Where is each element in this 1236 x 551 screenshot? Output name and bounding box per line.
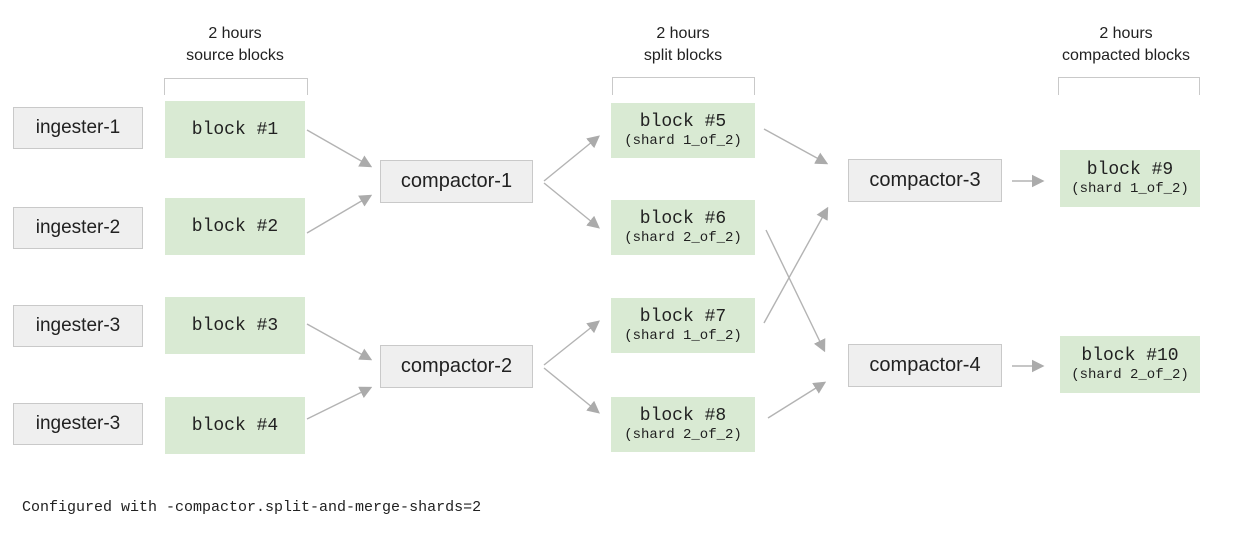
header-split-line1: 2 hours: [656, 25, 710, 42]
header-compacted-blocks: 2 hours compacted blocks: [1016, 23, 1236, 67]
node-compactor-3: compactor-3: [848, 159, 1002, 202]
header-split-blocks: 2 hours split blocks: [573, 23, 793, 67]
block-label: block #10: [1081, 346, 1179, 366]
header-source-line2: source blocks: [186, 47, 284, 64]
node-ingester-1: ingester-1: [13, 107, 143, 149]
bracket-source-blocks: [164, 78, 308, 95]
bracket-compacted-blocks: [1058, 77, 1200, 95]
block-shard-label: (shard 2_of_2): [1071, 367, 1189, 383]
node-label: ingester-3: [35, 315, 121, 336]
node-compactor-1: compactor-1: [380, 160, 533, 203]
block-shard-label: (shard 1_of_2): [624, 133, 742, 149]
block-9: block #9 (shard 1_of_2): [1060, 150, 1200, 207]
block-shard-label: (shard 2_of_2): [624, 427, 742, 443]
block-label: block #6: [639, 209, 727, 229]
arrow-block5-to-compactor3: [763, 128, 829, 165]
arrow-block7-to-compactor3: [763, 206, 829, 324]
node-label: ingester-2: [35, 217, 121, 238]
block-10: block #10 (shard 2_of_2): [1060, 336, 1200, 393]
block-shard-label: (shard 1_of_2): [624, 328, 742, 344]
block-4: block #4: [165, 397, 305, 454]
arrow-block8-to-compactor4: [767, 381, 827, 419]
block-label: block #8: [639, 406, 727, 426]
node-label: compactor-4: [869, 354, 981, 376]
bracket-split-blocks: [612, 77, 755, 95]
block-shard-label: (shard 1_of_2): [1071, 181, 1189, 197]
arrow-block6-to-compactor4: [765, 229, 826, 353]
header-source-line1: 2 hours: [208, 25, 262, 42]
block-label: block #2: [191, 216, 279, 237]
block-7: block #7 (shard 1_of_2): [611, 298, 755, 353]
node-ingester-3: ingester-3: [13, 305, 143, 347]
block-shard-label: (shard 2_of_2): [624, 230, 742, 246]
node-label: compactor-2: [400, 355, 513, 377]
header-source-blocks: 2 hours source blocks: [125, 23, 345, 67]
header-split-line2: split blocks: [643, 47, 723, 64]
arrow-block4-to-compactor2: [306, 386, 373, 420]
arrow-compactor2-to-block7: [543, 320, 600, 366]
node-ingester-2: ingester-2: [13, 207, 143, 249]
node-ingester-4: ingester-3: [13, 403, 143, 445]
arrow-block2-to-compactor1: [306, 194, 373, 234]
block-1: block #1: [165, 101, 305, 158]
block-label: block #4: [191, 415, 279, 436]
arrow-compactor1-to-block5: [543, 135, 600, 182]
arrow-block3-to-compactor2: [306, 323, 373, 361]
arrow-block1-to-compactor1: [306, 129, 373, 168]
node-label: ingester-1: [35, 117, 121, 138]
config-caption: Configured with -compactor.split-and-mer…: [22, 499, 482, 516]
node-label: compactor-1: [400, 170, 513, 192]
arrow-compactor2-to-block8: [543, 367, 600, 414]
header-compacted-line2: compacted blocks: [1061, 47, 1191, 64]
block-label: block #3: [191, 315, 279, 336]
header-compacted-line1: 2 hours: [1099, 25, 1153, 42]
block-label: block #9: [1086, 160, 1174, 180]
node-label: ingester-3: [35, 413, 121, 434]
node-compactor-2: compactor-2: [380, 345, 533, 388]
block-label: block #1: [191, 119, 279, 140]
block-label: block #7: [639, 307, 727, 327]
node-label: compactor-3: [869, 169, 981, 191]
block-6: block #6 (shard 2_of_2): [611, 200, 755, 255]
arrow-compactor1-to-block6: [543, 182, 600, 229]
block-8: block #8 (shard 2_of_2): [611, 397, 755, 452]
block-2: block #2: [165, 198, 305, 255]
node-compactor-4: compactor-4: [848, 344, 1002, 387]
block-5: block #5 (shard 1_of_2): [611, 103, 755, 158]
block-label: block #5: [639, 112, 727, 132]
block-3: block #3: [165, 297, 305, 354]
